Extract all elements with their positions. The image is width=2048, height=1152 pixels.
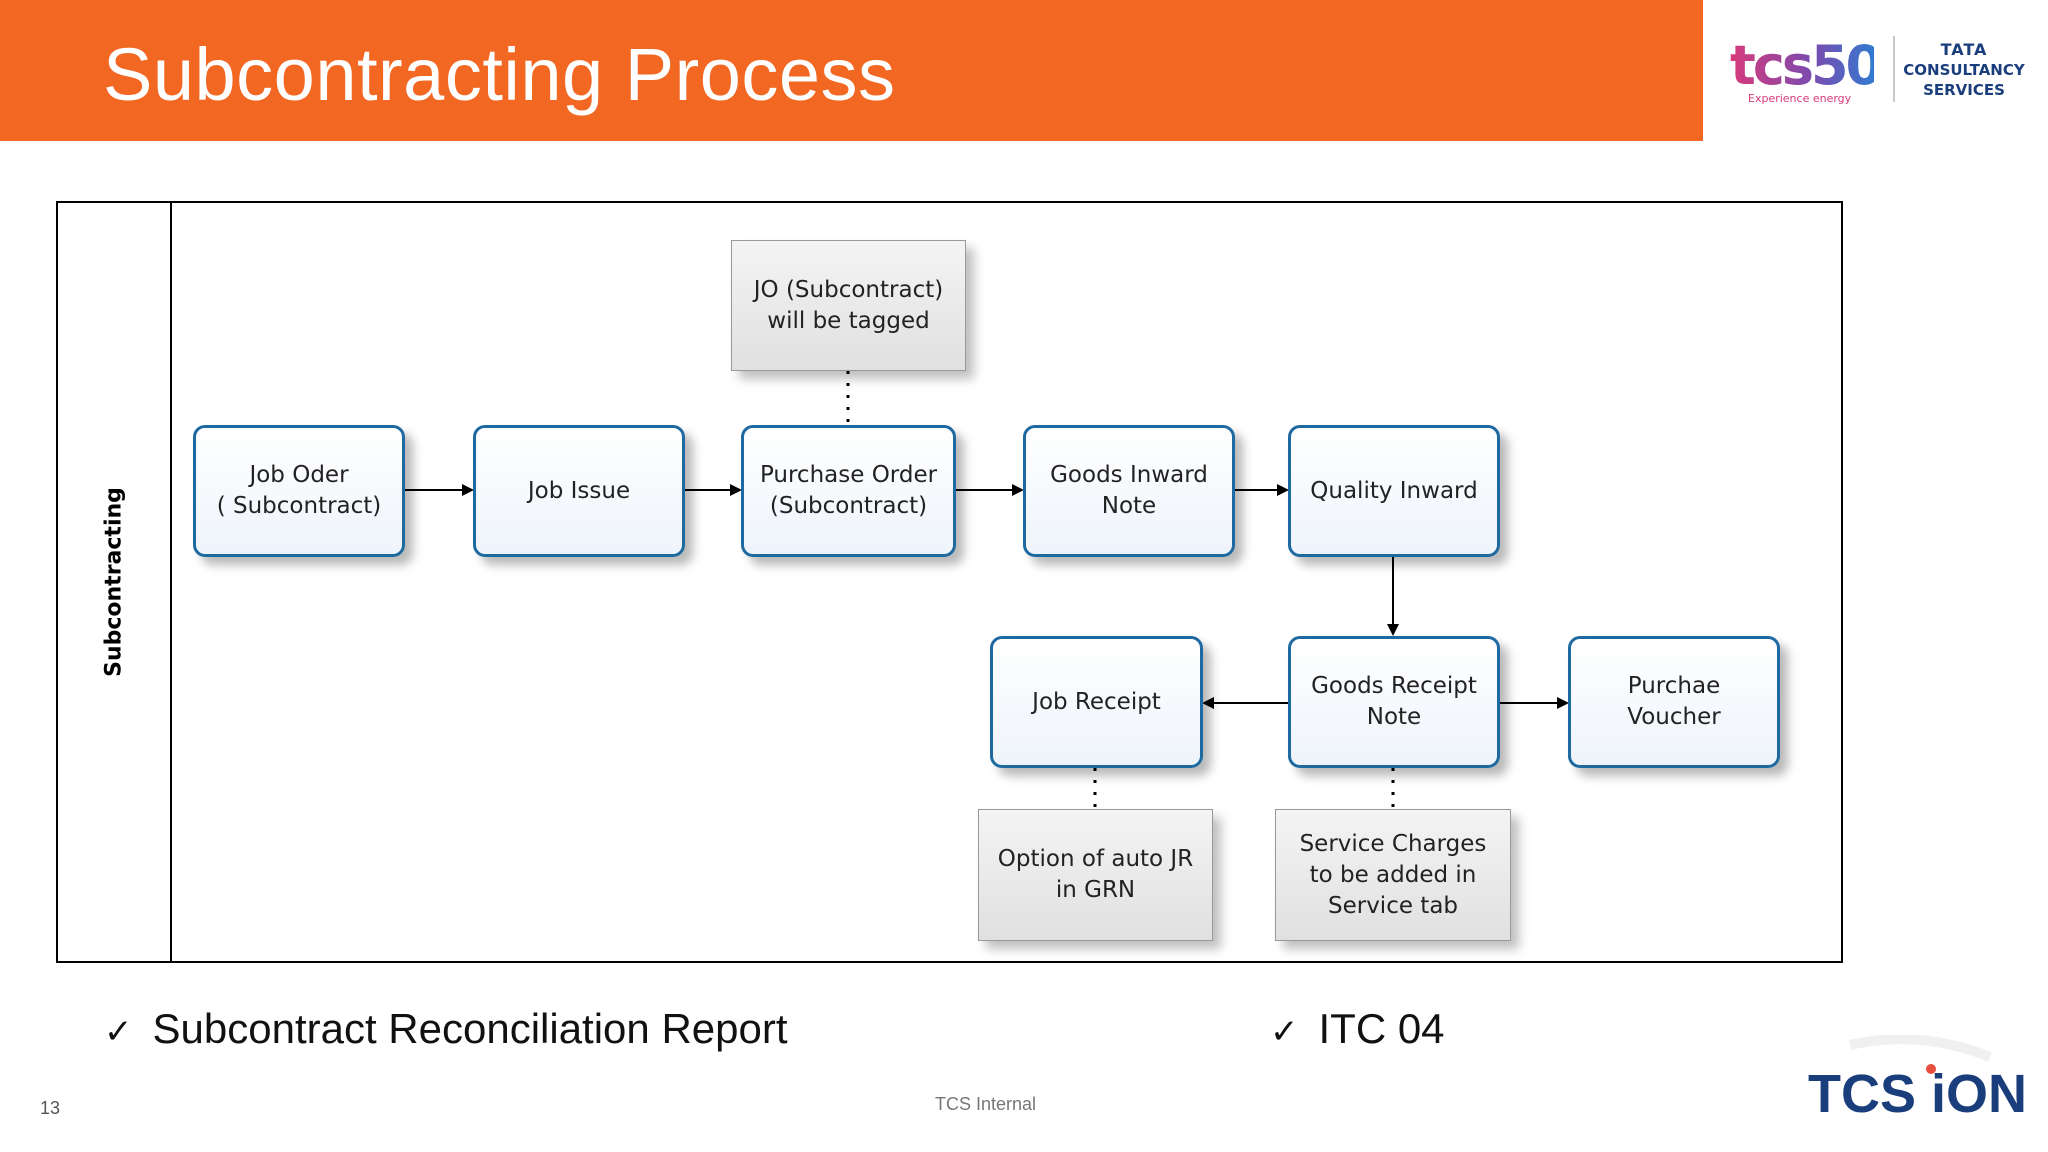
process-label-line: Job Receipt	[1032, 688, 1161, 715]
note-line: to be added in	[1309, 861, 1477, 888]
note-line: Option of auto JR	[997, 846, 1194, 872]
note-line: Service tab	[1327, 892, 1459, 919]
process-label-line: (Subcontract)	[769, 493, 928, 519]
process-label-line: Voucher	[1627, 704, 1721, 730]
process-label-line: Job Oder	[249, 462, 349, 488]
checkmark-icon: ✓	[104, 1012, 133, 1052]
swimlane-divider	[170, 201, 172, 963]
process-label-line: Job Issue	[527, 477, 631, 504]
page-title: Subcontracting Process	[103, 33, 896, 116]
process-label-line: Note	[1366, 704, 1422, 730]
note-line: will be tagged	[767, 307, 930, 334]
bullet-text: ITC 04	[1318, 1005, 1445, 1052]
process-purchase-order: Purchase Order (Subcontract)	[741, 425, 956, 557]
note-jo-tagged: JO (Subcontract) will be tagged	[731, 240, 966, 371]
note-line: Service Charges	[1299, 830, 1487, 857]
bullet-itc-04: ✓ ITC 04	[1270, 1004, 1445, 1057]
swimlane-frame	[56, 201, 1843, 963]
swimlane-label: Subcontracting	[101, 487, 127, 677]
bullet-reconciliation-report: ✓ Subcontract Reconciliation Report	[104, 1004, 788, 1057]
header-bar: Subcontracting Process	[0, 0, 1703, 141]
note-auto-jr: Option of auto JR in GRN	[978, 809, 1213, 941]
process-label-line: Goods Receipt	[1311, 673, 1477, 699]
process-job-order: Job Oder ( Subcontract)	[193, 425, 405, 557]
note-line: in GRN	[1055, 877, 1136, 903]
ion-dot-icon	[1926, 1064, 1936, 1074]
tata-line-2: CONSULTANCY	[1903, 61, 2025, 79]
tcs50-logo: tcs50 Experience energy	[1730, 34, 1874, 105]
tcs50-wordmark: tcs50	[1730, 34, 1874, 97]
process-label-line: Goods Inward	[1050, 462, 1208, 488]
tata-line-1: TATA	[1940, 40, 1988, 59]
process-job-receipt: Job Receipt	[990, 636, 1203, 768]
logo-divider	[1893, 36, 1895, 102]
process-label-line: Purchae	[1627, 673, 1721, 699]
process-job-issue: Job Issue	[473, 425, 685, 557]
ion-wordmark: TCS iON	[1808, 1064, 2027, 1119]
checkmark-icon: ✓	[1270, 1012, 1299, 1052]
process-label-line: Purchase Order	[759, 462, 938, 488]
process-label-line: Note	[1101, 493, 1157, 519]
process-quality-inward: Quality Inward	[1288, 425, 1500, 557]
process-label-line: ( Subcontract)	[216, 493, 382, 519]
classification-label: TCS Internal	[935, 1094, 1037, 1114]
tcs50-tagline: Experience energy	[1748, 92, 1852, 105]
tata-consultancy-logo: TATA CONSULTANCY SERVICES	[1902, 40, 2026, 100]
note-service-charges: Service Charges to be added in Service tab	[1275, 809, 1511, 941]
tcs-ion-logo: TCS iON	[1808, 1035, 2027, 1119]
bullet-text: Subcontract Reconciliation Report	[152, 1005, 788, 1052]
page-number: 13	[40, 1098, 61, 1118]
note-line: JO (Subcontract)	[753, 276, 944, 303]
process-label-line: Quality Inward	[1310, 477, 1478, 504]
tata-line-3: SERVICES	[1923, 81, 2005, 99]
